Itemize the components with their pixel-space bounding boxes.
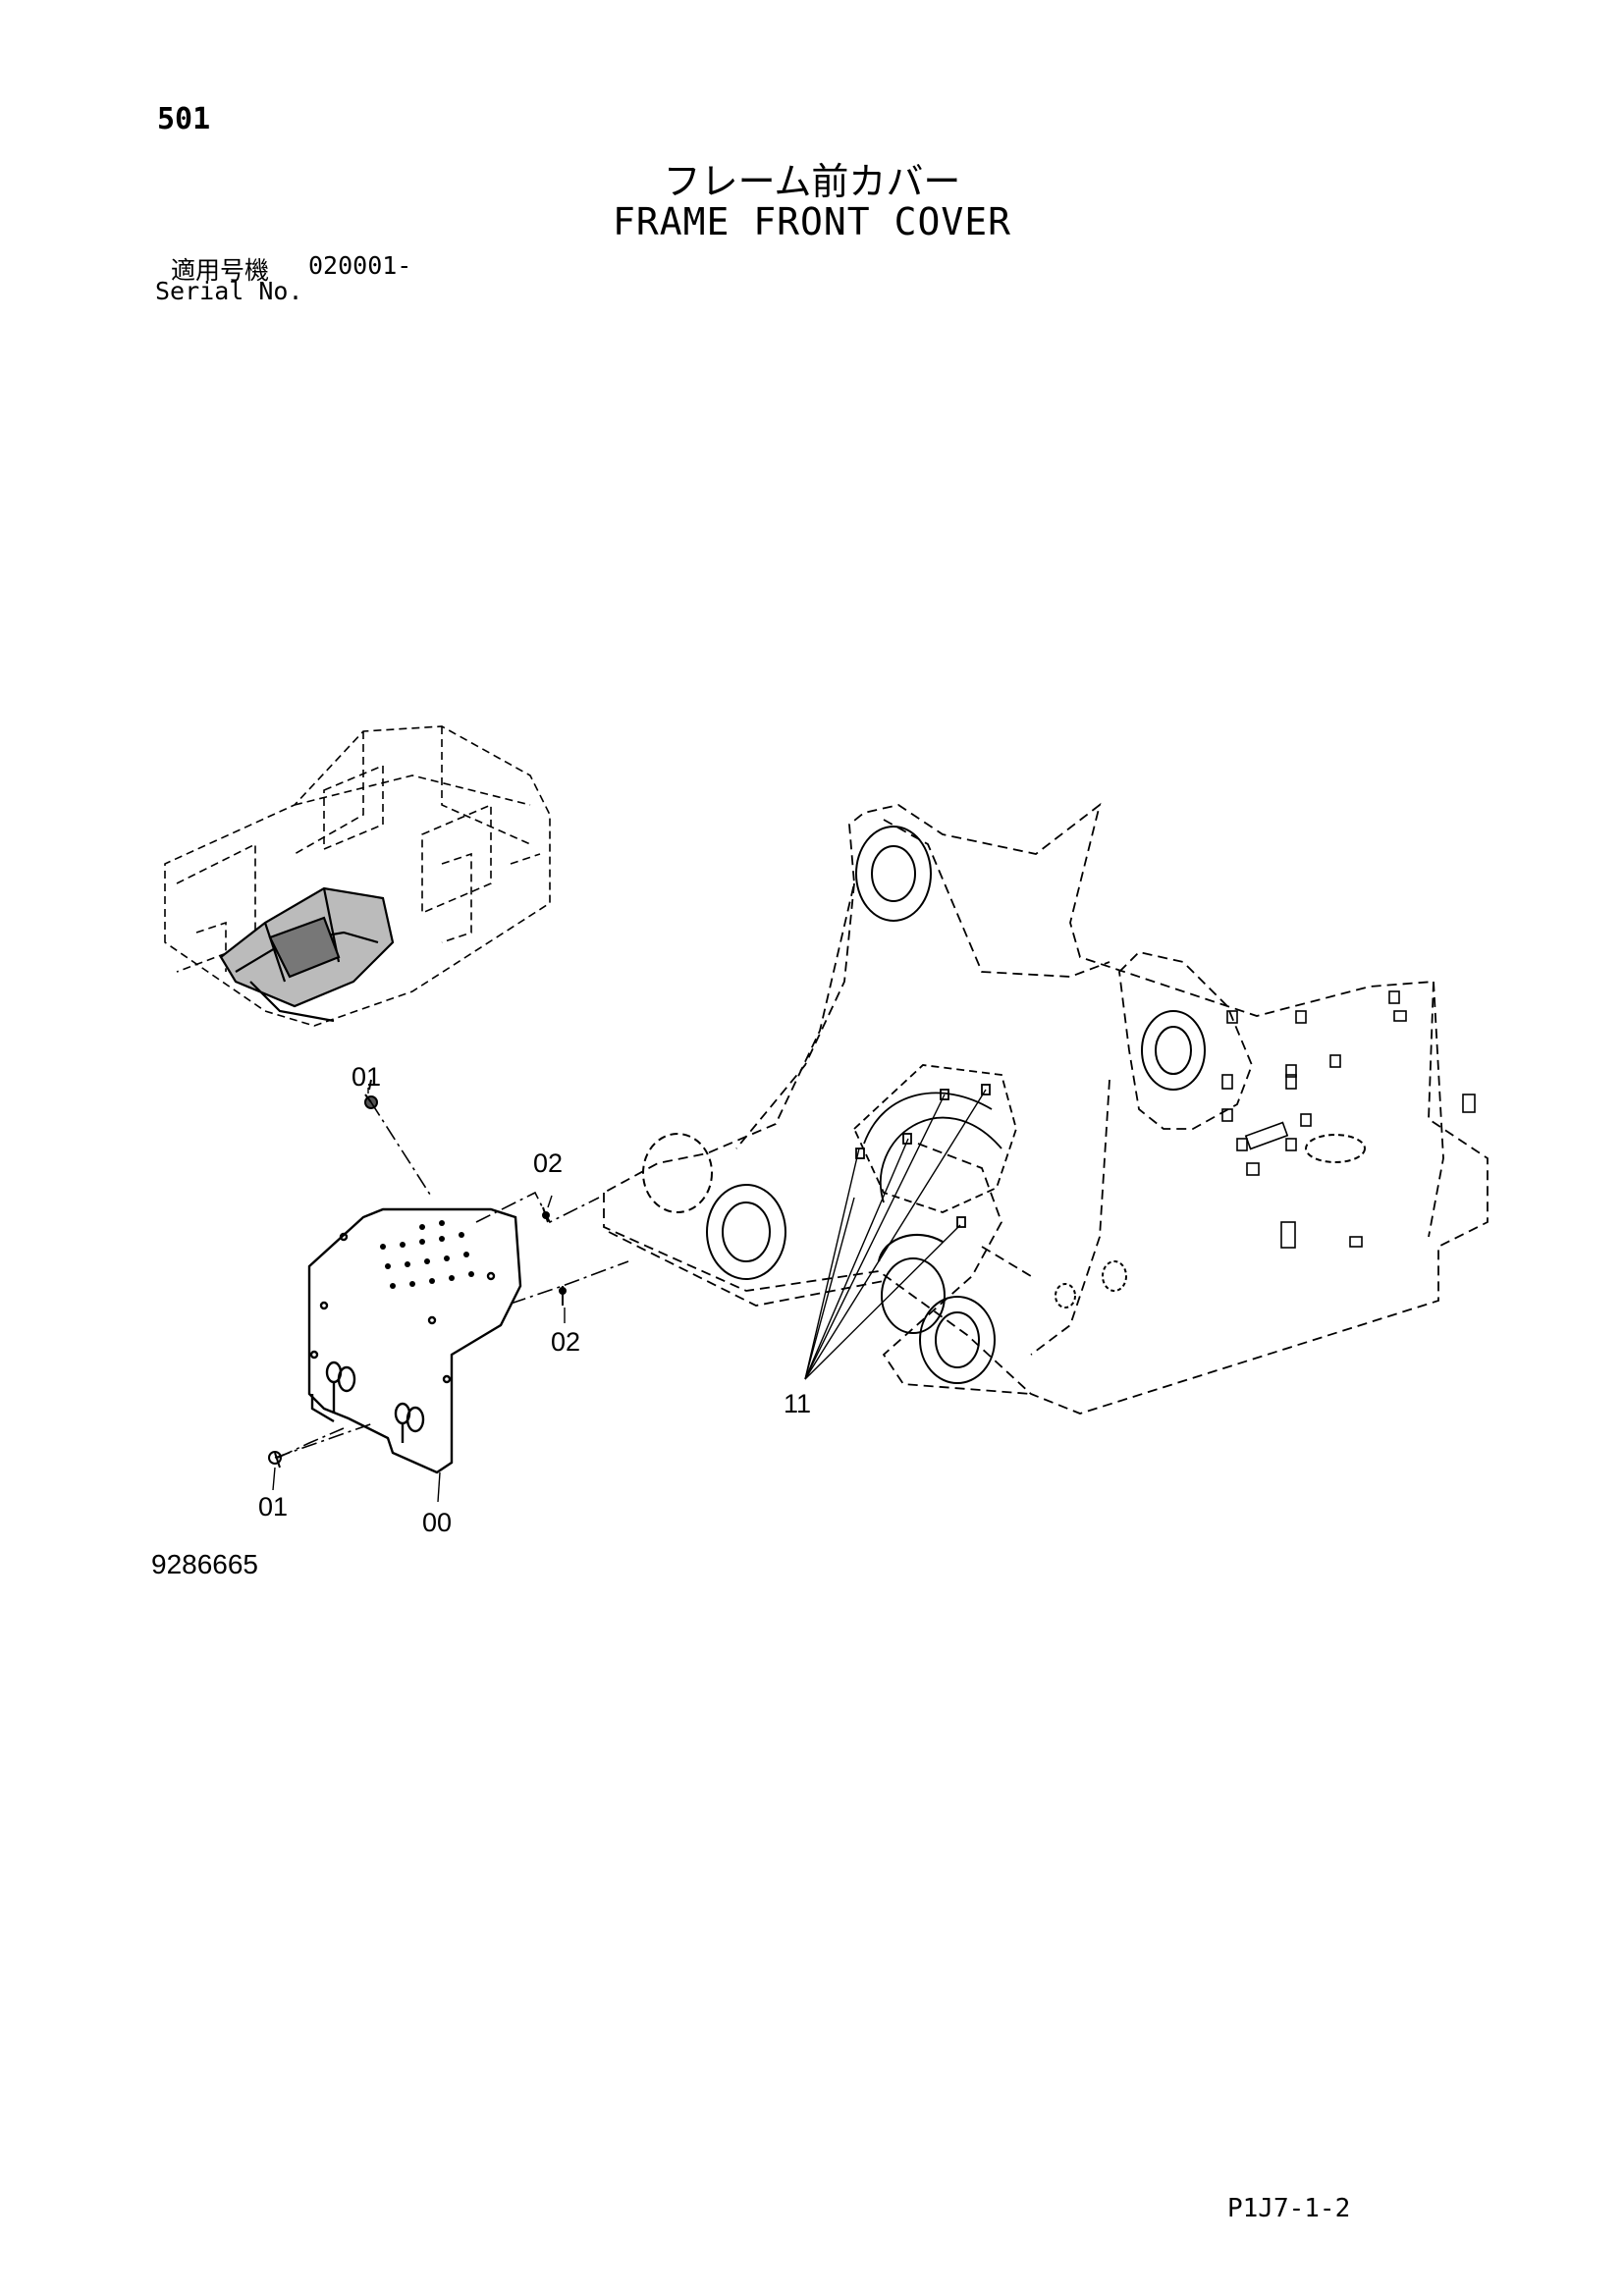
frame-front-cover-plate xyxy=(307,1207,522,1474)
machine-overview-inset xyxy=(164,725,551,1027)
bolt-01-bottom xyxy=(268,1451,282,1468)
boom-foot-bosses xyxy=(642,826,1366,1384)
callout-00: 00 xyxy=(422,1508,453,1537)
page-number: 501 xyxy=(157,102,211,136)
serial-value: 020001- xyxy=(308,251,412,280)
serial-label-japanese: 適用号機 xyxy=(171,256,270,285)
leader-lines xyxy=(272,1088,987,1503)
callout-01-bottom: 01 xyxy=(258,1492,289,1522)
washer-02-bottom xyxy=(559,1286,567,1306)
assembly-lines xyxy=(274,1101,629,1459)
sheet-code: P1J7-1-2 xyxy=(1227,2194,1351,2223)
callout-01-top: 01 xyxy=(352,1062,382,1092)
page-title-english: FRAME FRONT COVER xyxy=(613,200,1011,243)
callout-11: 11 xyxy=(784,1389,812,1418)
frame-front-cover-highlight xyxy=(219,886,395,1023)
drawing-number: 9286665 xyxy=(151,1549,259,1579)
cover-vent-holes xyxy=(380,1220,474,1289)
callout-02-bottom: 02 xyxy=(551,1327,581,1357)
callout-02-top: 02 xyxy=(533,1148,564,1178)
page-title-japanese: フレーム前カバー xyxy=(663,160,961,203)
serial-label-english: Serial No. xyxy=(155,277,303,305)
hose-clamps xyxy=(852,1064,1017,1262)
frame-fittings xyxy=(1221,990,1476,1249)
upper-frame xyxy=(603,802,1489,1415)
